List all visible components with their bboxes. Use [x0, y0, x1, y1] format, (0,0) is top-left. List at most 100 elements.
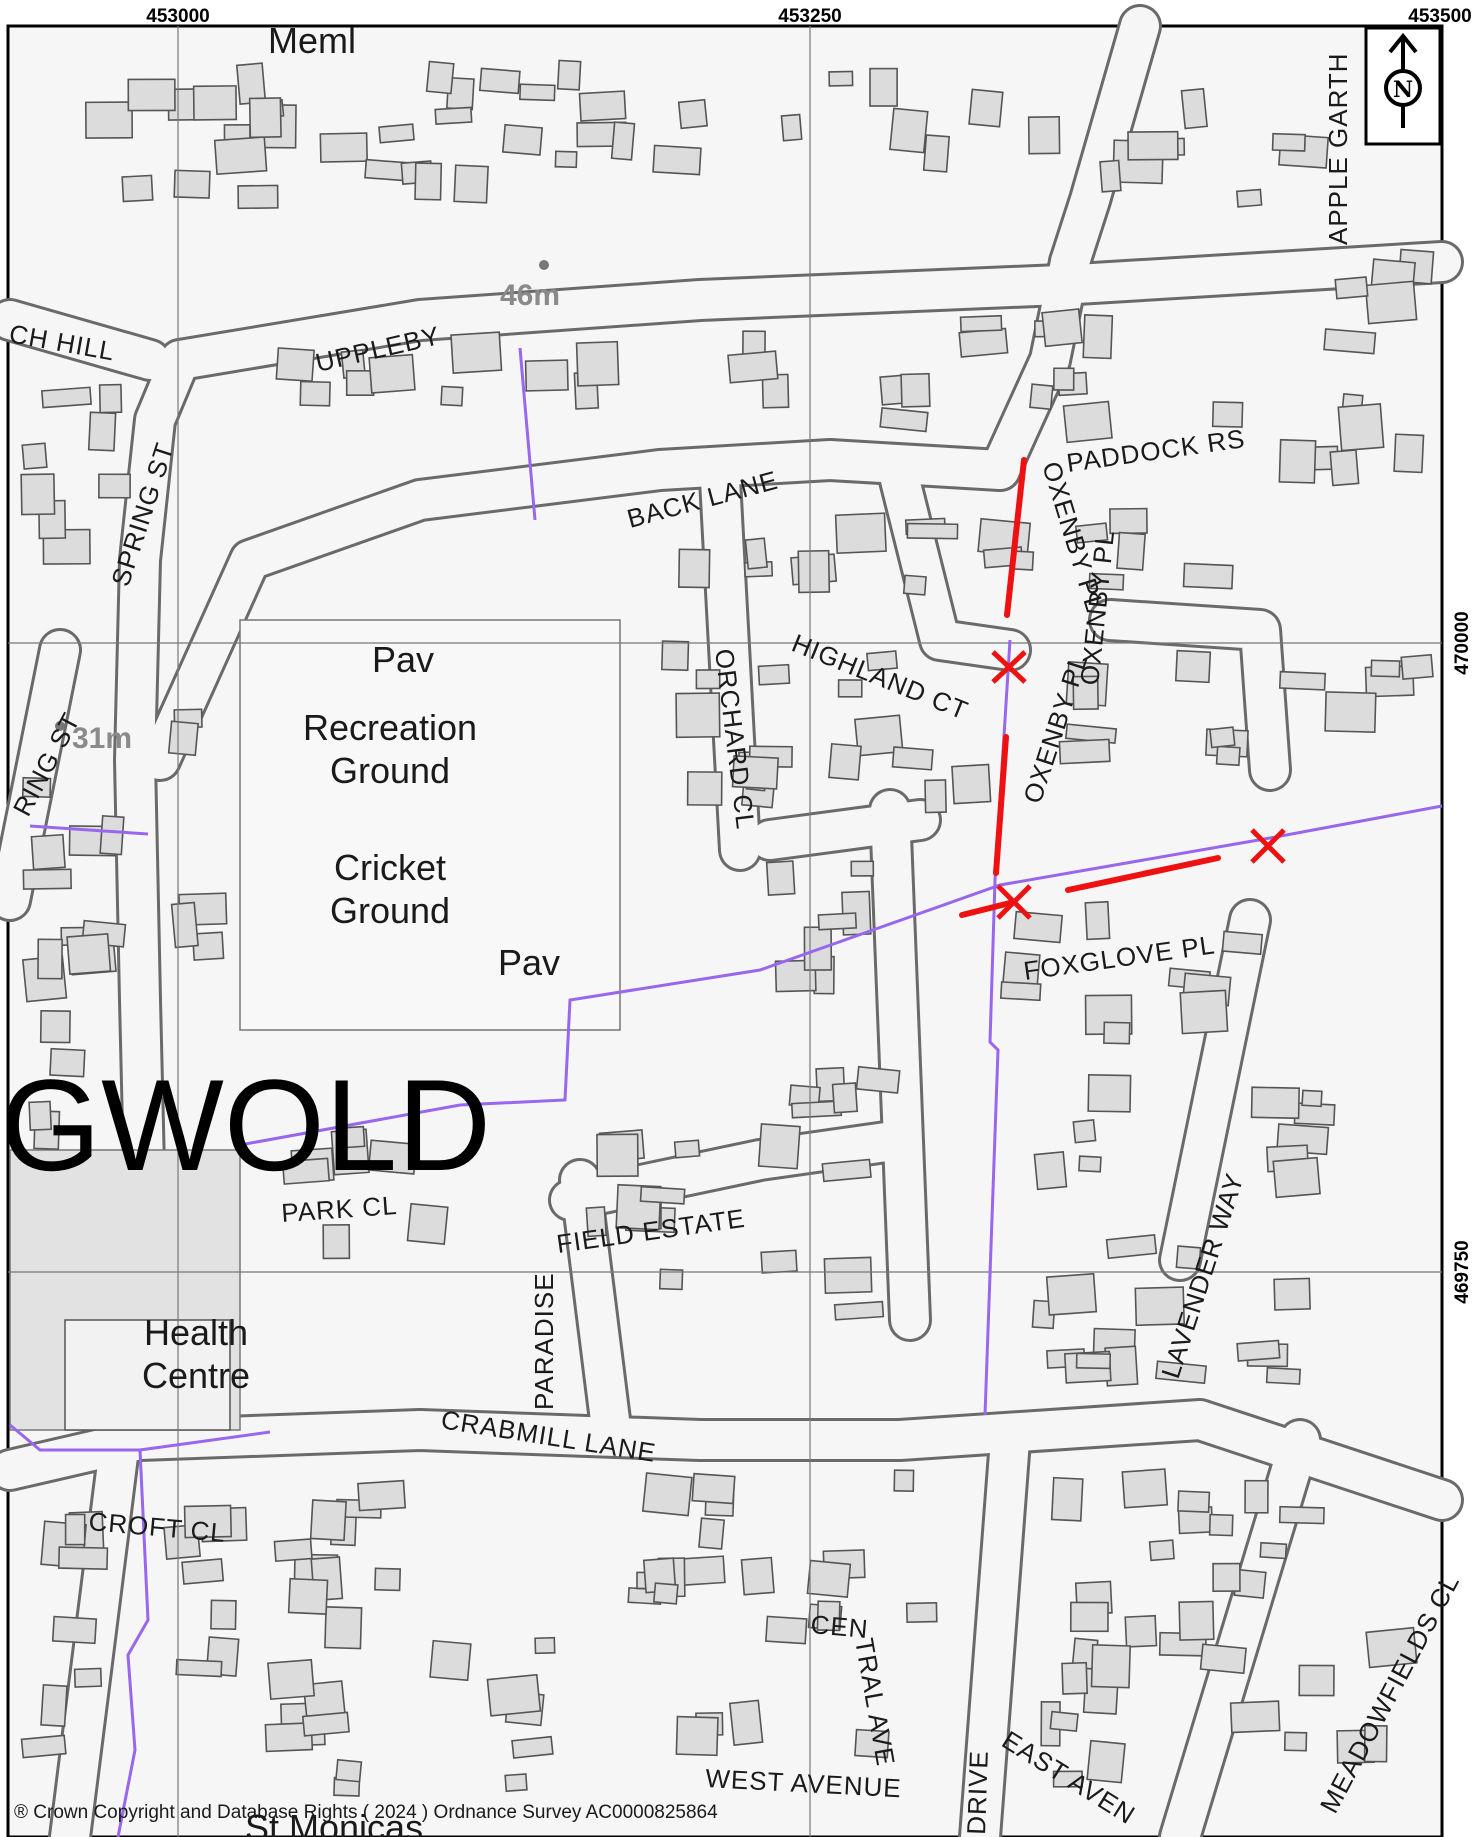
building [30, 833, 66, 871]
building [652, 1582, 679, 1605]
north-arrow-head-icon [1388, 32, 1418, 54]
route-segment-middle [993, 734, 1009, 876]
building [429, 1639, 472, 1682]
building [1099, 159, 1122, 193]
label-cricket-ground: Ground [330, 890, 450, 931]
building [1058, 738, 1111, 765]
building [210, 1599, 237, 1631]
building [1301, 1089, 1323, 1108]
building [828, 742, 862, 781]
building [816, 1600, 841, 1632]
spot-height-upper: 46m [500, 279, 560, 312]
building [959, 314, 1003, 333]
building [585, 1206, 608, 1238]
building [450, 331, 503, 374]
building [1180, 87, 1208, 130]
building [414, 162, 443, 201]
building [780, 113, 803, 142]
building [425, 60, 455, 95]
building [728, 1699, 764, 1746]
northing-label-2: 469750 [1452, 1240, 1473, 1303]
building [639, 1185, 686, 1205]
building [486, 1673, 542, 1717]
building [406, 1202, 449, 1245]
building [319, 132, 369, 163]
building [1029, 383, 1054, 411]
building [1061, 1661, 1089, 1695]
building [73, 1667, 103, 1688]
spot-height-marker-lower [55, 721, 65, 731]
building [1072, 675, 1099, 711]
building [1393, 433, 1425, 474]
building [900, 372, 931, 408]
building [1027, 116, 1061, 155]
building [1215, 745, 1241, 767]
building [660, 640, 690, 672]
building [658, 1268, 684, 1291]
building [1278, 670, 1327, 691]
spot-height-marker-upper [539, 260, 549, 270]
place-labels: Meml Pav Recreation Ground Cricket Groun… [0, 20, 560, 1837]
building [1103, 1021, 1131, 1045]
building [866, 650, 899, 672]
building [1278, 438, 1317, 484]
building [1087, 1074, 1132, 1113]
building [1078, 1155, 1102, 1173]
highlighted-route [959, 457, 1221, 918]
building [191, 931, 225, 961]
building [695, 669, 721, 690]
building [1208, 1513, 1234, 1537]
building [267, 1658, 316, 1701]
label-pav-top: Pav [372, 639, 434, 680]
building [66, 933, 112, 975]
building [1229, 1700, 1281, 1734]
building [879, 407, 929, 433]
building [501, 123, 544, 156]
building [1298, 1664, 1335, 1697]
building [519, 83, 556, 102]
building [64, 1513, 86, 1546]
building [1075, 1352, 1112, 1370]
building [1116, 531, 1147, 571]
label-cricket: Cricket [334, 847, 446, 888]
building [1178, 1600, 1215, 1641]
building [39, 1009, 71, 1044]
building [1199, 1643, 1247, 1675]
building [367, 1139, 418, 1175]
recreation-ground-area [9, 619, 621, 1431]
building [22, 868, 72, 890]
building [765, 860, 796, 897]
building [340, 1125, 366, 1149]
building [806, 1559, 852, 1599]
building [1271, 132, 1306, 152]
building [681, 1555, 726, 1586]
route-segment-north [1004, 457, 1027, 618]
building [951, 763, 992, 805]
building [958, 327, 1009, 358]
building [888, 107, 929, 154]
building [673, 1139, 701, 1159]
building [213, 136, 268, 176]
cross-marker-3 [1250, 828, 1286, 864]
building [478, 67, 521, 95]
building [817, 912, 858, 931]
building [731, 755, 780, 790]
label-recreation-ground: Ground [330, 750, 450, 791]
building [1072, 1119, 1097, 1144]
building [1273, 1277, 1311, 1311]
street-paradise: PARADISE [529, 1272, 559, 1410]
building [757, 1123, 801, 1170]
building [1324, 691, 1377, 733]
building [322, 1224, 351, 1260]
building [181, 1558, 225, 1585]
building [378, 123, 415, 144]
building [1221, 930, 1264, 956]
northing-label-1: 470000 [1452, 611, 1473, 674]
building [740, 1556, 775, 1596]
building [1134, 1286, 1186, 1327]
building [968, 88, 1004, 128]
street-apple-garth: APPLE GARTH [1323, 52, 1353, 245]
building [1090, 1644, 1132, 1689]
building [1265, 1366, 1302, 1385]
building [686, 771, 723, 806]
